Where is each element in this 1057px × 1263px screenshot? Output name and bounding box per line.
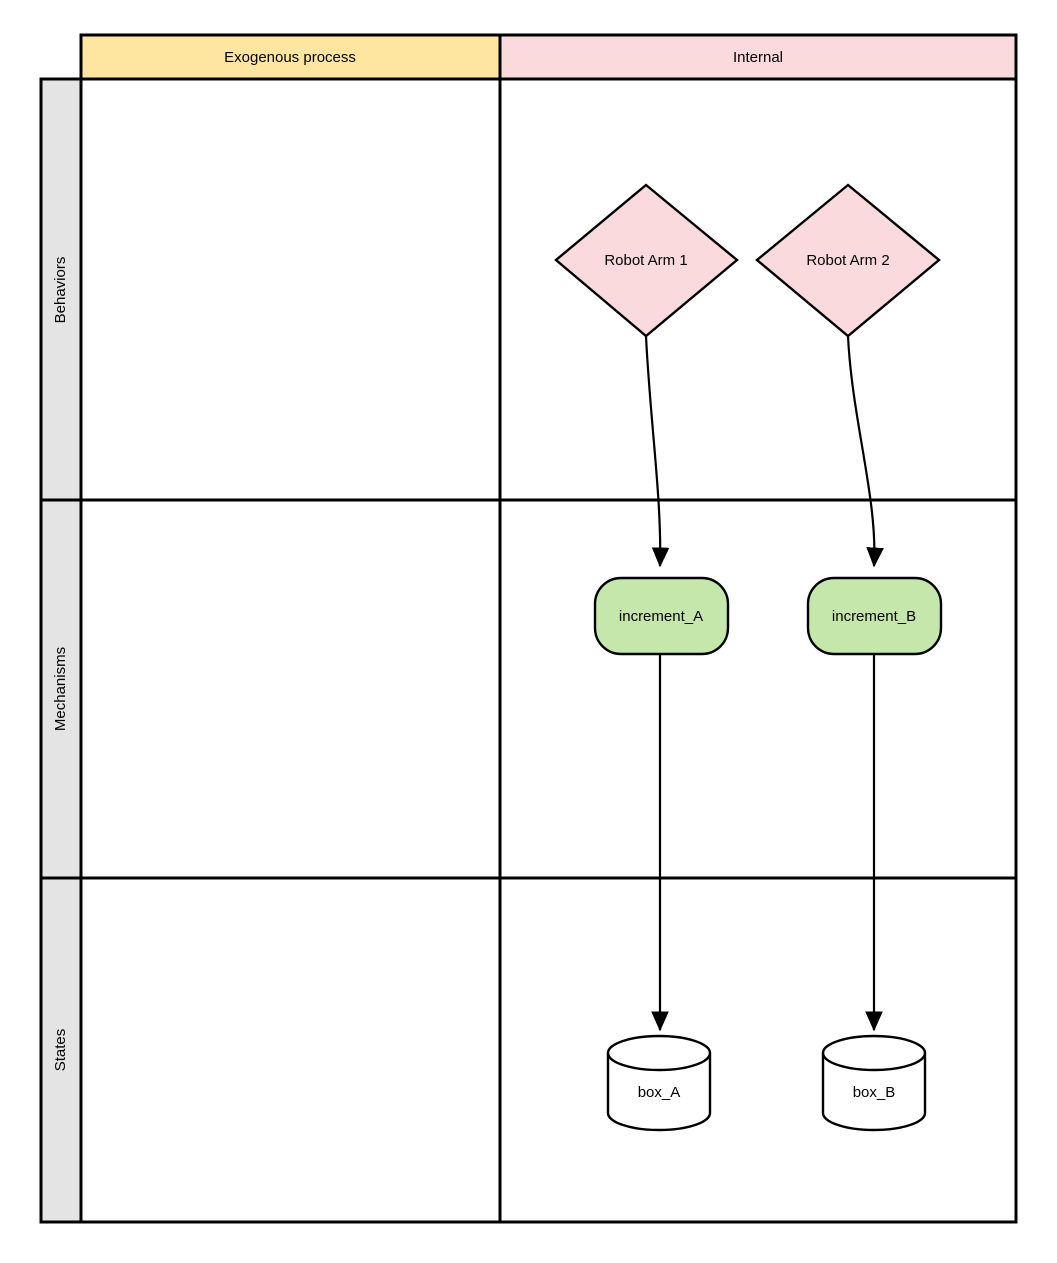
rounded-rect-shape[interactable] xyxy=(593,576,730,656)
node-robot-arm-1-label: Robot Arm 1 xyxy=(604,252,687,269)
row-header-band: Behaviors Mechanisms States xyxy=(39,77,83,1224)
node-increment-a[interactable]: increment_A xyxy=(593,576,730,656)
node-robot-arm-2-label: Robot Arm 2 xyxy=(806,252,889,269)
column-header-internal-label: Internal xyxy=(733,49,783,66)
pool-outer-border xyxy=(79,77,1018,1224)
edges-layer xyxy=(644,335,884,1032)
node-box-a-label: box_A xyxy=(638,1084,681,1101)
node-robot-arm-1[interactable]: Robot Arm 1 xyxy=(554,183,739,338)
cylinder-shape[interactable] xyxy=(606,1034,712,1132)
row-header-states-label: States xyxy=(52,1029,69,1072)
column-header-exogenous-label: Exogenous process xyxy=(224,49,356,66)
edge-robot-arm-2-to-increment-b xyxy=(846,335,884,568)
column-header-exogenous[interactable] xyxy=(79,33,502,81)
row-header-behaviors-label: Behaviors xyxy=(52,257,69,324)
node-box-b-label: box_B xyxy=(853,1084,896,1101)
edge-robot-arm-1-to-increment-a xyxy=(644,335,670,568)
diamond-shape[interactable] xyxy=(755,183,941,338)
rounded-rect-shape[interactable] xyxy=(806,576,943,656)
node-increment-b[interactable]: increment_B xyxy=(806,576,943,656)
node-increment-b-label: increment_B xyxy=(832,608,916,625)
node-robot-arm-2[interactable]: Robot Arm 2 xyxy=(755,183,941,338)
cylinder-top-ellipse xyxy=(821,1052,927,1072)
column-header-band: Exogenous process Internal xyxy=(79,33,1018,81)
node-increment-a-label: increment_A xyxy=(619,608,703,625)
cylinder-top-ellipse xyxy=(606,1052,712,1072)
diamond-shape[interactable] xyxy=(554,183,739,338)
node-box-b[interactable]: box_B xyxy=(821,1034,927,1132)
node-box-a[interactable]: box_A xyxy=(606,1034,712,1132)
row-header-mechanisms-label: Mechanisms xyxy=(52,647,69,731)
grid-body xyxy=(41,35,1018,1224)
cylinder-shape[interactable] xyxy=(821,1034,927,1132)
